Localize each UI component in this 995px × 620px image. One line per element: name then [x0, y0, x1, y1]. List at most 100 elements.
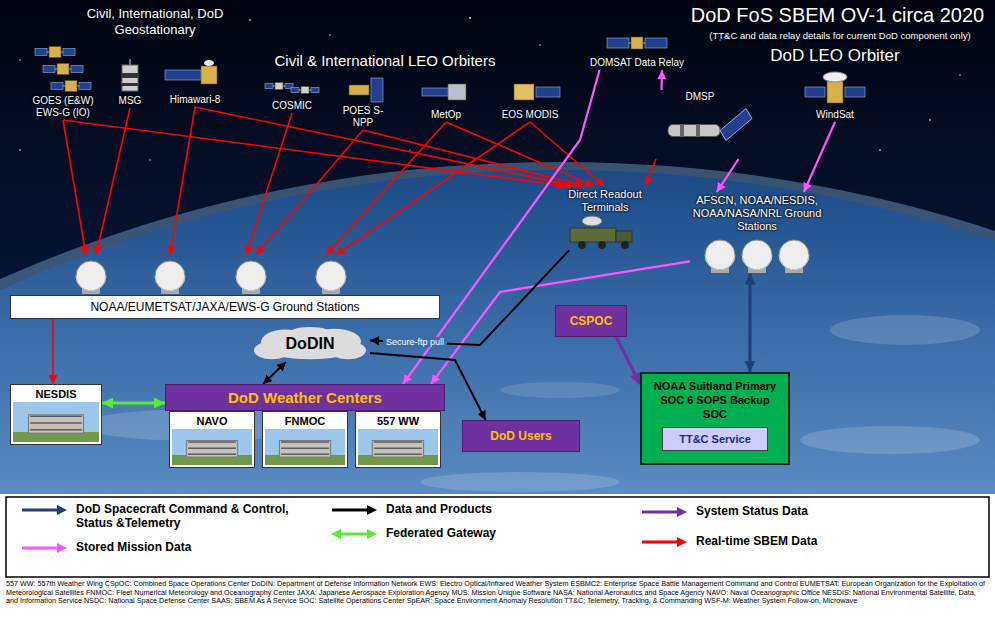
- connector-arrow: [646, 159, 657, 186]
- ground-station-box: NOAA/EUMETSAT/JAXA/EWS-G Ground Stations: [10, 255, 440, 319]
- msg-icon-part: [122, 59, 138, 91]
- hima-icon-part: [201, 66, 217, 84]
- earth-part: [800, 426, 980, 454]
- truck-icon: [562, 214, 648, 250]
- node-label: AFSCN, NOAA/NESDIS, NOAA/NASA/NRL Ground…: [690, 194, 824, 234]
- photo-icon-part: [30, 422, 82, 424]
- node-label: POES S-NPP: [341, 105, 385, 129]
- windsat-icon: [802, 69, 868, 109]
- legend-sample-part: [331, 529, 341, 539]
- earth-part: [0, 162, 995, 494]
- domsat-icon-part: [607, 38, 629, 48]
- connector-arrow: [170, 107, 195, 255]
- domes4-icon-part: [236, 276, 266, 291]
- earth-part: [500, 382, 620, 398]
- photo-icon: [13, 402, 99, 442]
- eos-icon-part: [536, 87, 560, 97]
- stars-part: [539, 44, 540, 45]
- satellite-node: POES S-NPP: [340, 74, 386, 130]
- connector-arrow: [363, 130, 584, 186]
- node-label: NOAA/EUMETSAT/JAXA/EWS-G Ground Stations: [10, 295, 440, 319]
- satellite-node: MetOp: [418, 74, 474, 122]
- connector-arrow: [63, 120, 86, 255]
- truck-icon-part: [582, 216, 602, 226]
- legend-sample-part: [367, 529, 377, 539]
- connector-arrow: [263, 362, 286, 384]
- msg-icon-part: [122, 73, 138, 78]
- cosmic-icon-part: [301, 87, 309, 94]
- eos-icon: [497, 75, 563, 109]
- connector-arrow: [804, 122, 835, 192]
- msg-icon: [110, 59, 150, 95]
- satellite-node: DMSP: [645, 90, 755, 159]
- eos-icon-part: [514, 84, 534, 100]
- stars-part: [929, 119, 931, 121]
- connector-arrow: [256, 130, 363, 255]
- center-group: DoD Weather CentersNAVOFNMOC557 WW: [165, 384, 445, 468]
- domes4-icon-part: [76, 276, 106, 291]
- center-box: 557 WW: [355, 411, 441, 468]
- photo-icon-part: [358, 429, 438, 465]
- node-label: MSG: [109, 95, 151, 107]
- windsat-icon-part: [823, 72, 847, 82]
- photo-icon-part: [265, 429, 345, 465]
- node-label: DOMSAT Data Relay: [586, 57, 688, 69]
- node-label: WindSat: [801, 109, 869, 121]
- photo-icon-part: [30, 429, 82, 431]
- earth-part: [830, 315, 980, 345]
- photo-icon-part: [188, 454, 236, 456]
- legend-sample-part: [677, 537, 687, 547]
- domes4-icon-part: [236, 261, 266, 291]
- photo-icon-part: [172, 429, 252, 465]
- goes-icon-part: [35, 49, 47, 56]
- photo-icon-part: [281, 447, 329, 449]
- earth-part: [0, 170, 995, 494]
- windsat-icon-part: [827, 81, 843, 103]
- legend-label: Federated Gateway: [386, 526, 496, 540]
- earth-part: [420, 472, 620, 492]
- domsat-icon: [587, 29, 687, 57]
- glossary-note: 557 WW: 557th Weather Wing CSpOC: Combin…: [6, 580, 989, 606]
- photo-icon-part: [265, 429, 345, 465]
- legend-sample: [640, 506, 688, 518]
- photo-icon-part: [374, 454, 422, 456]
- photo-icon: [358, 429, 438, 465]
- photo-icon-part: [372, 441, 423, 458]
- photo-icon-part: [374, 441, 422, 443]
- dmsp-icon-part: [696, 125, 700, 137]
- cosmic-icon-part: [265, 83, 319, 94]
- photo-icon-part: [30, 415, 82, 417]
- satellite-node: Himawari-8: [160, 55, 230, 107]
- stars-part: [879, 149, 881, 151]
- service-box: TT&C Service: [662, 427, 768, 451]
- eos-icon-part: [514, 84, 560, 100]
- cosmic-icon: [264, 76, 320, 100]
- node-label: GOES (E&W) EWS-G (IO): [29, 95, 97, 119]
- legend-label: Stored Mission Data: [76, 540, 191, 554]
- legend-label: System Status Data: [696, 504, 808, 518]
- node-label: CSPOC: [556, 306, 626, 336]
- connector-arrow: [195, 107, 574, 186]
- stars-part: [149, 159, 150, 160]
- domes4-icon: [10, 255, 440, 295]
- legend-sample: [330, 504, 378, 516]
- node-label: Direct Readout Terminals: [560, 188, 650, 214]
- earth: [0, 162, 995, 494]
- legend-entry: System Status Data: [640, 504, 940, 518]
- legend-label: Real-time SBEM Data: [696, 534, 817, 548]
- node-label: FNMOC: [265, 414, 345, 429]
- truck-icon-part: [570, 216, 632, 249]
- legend-entry: Data and Products: [330, 502, 570, 516]
- connector-arrow: [446, 122, 594, 186]
- connector-arrow: [326, 122, 446, 255]
- photo-icon: [265, 429, 345, 465]
- truck-icon-part: [621, 241, 629, 249]
- domes3-icon-part: [742, 255, 772, 270]
- goes-icon: [30, 43, 96, 95]
- poes-icon-part: [349, 78, 383, 102]
- goes-icon-part: [63, 49, 75, 56]
- domes3-icon-part: [779, 240, 809, 270]
- legend-sample-part: [22, 547, 58, 550]
- msg-icon-part: [122, 65, 138, 91]
- connector-arrow: [63, 120, 566, 186]
